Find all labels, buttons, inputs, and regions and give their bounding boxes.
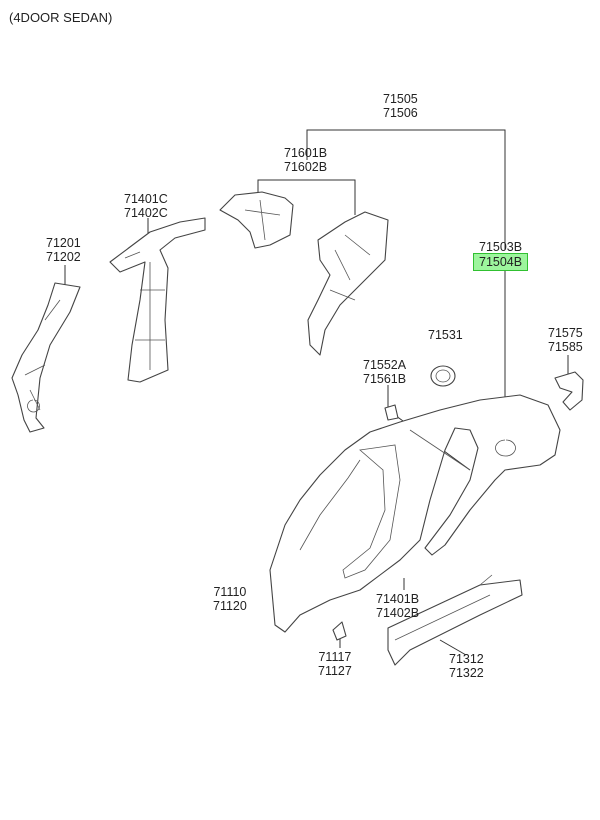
side-outer-panel-part [269,394,561,633]
highlighted-part-number[interactable]: 71504B [472,253,529,271]
fuel-filler-door-part [430,365,456,387]
callout-71531: 71531 [428,328,463,342]
b-pillar-inner-part [109,217,206,383]
diagram-title: (4DOOR SEDAN) [9,10,113,25]
wheelhouse-front-part [219,191,294,249]
clip-part [332,621,347,641]
side-sill-part [387,574,523,666]
rear-bracket-part [554,371,584,411]
a-pillar-inner-part [11,282,81,433]
small-bracket-part [384,404,399,421]
wheelhouse-rear-part [307,211,389,356]
